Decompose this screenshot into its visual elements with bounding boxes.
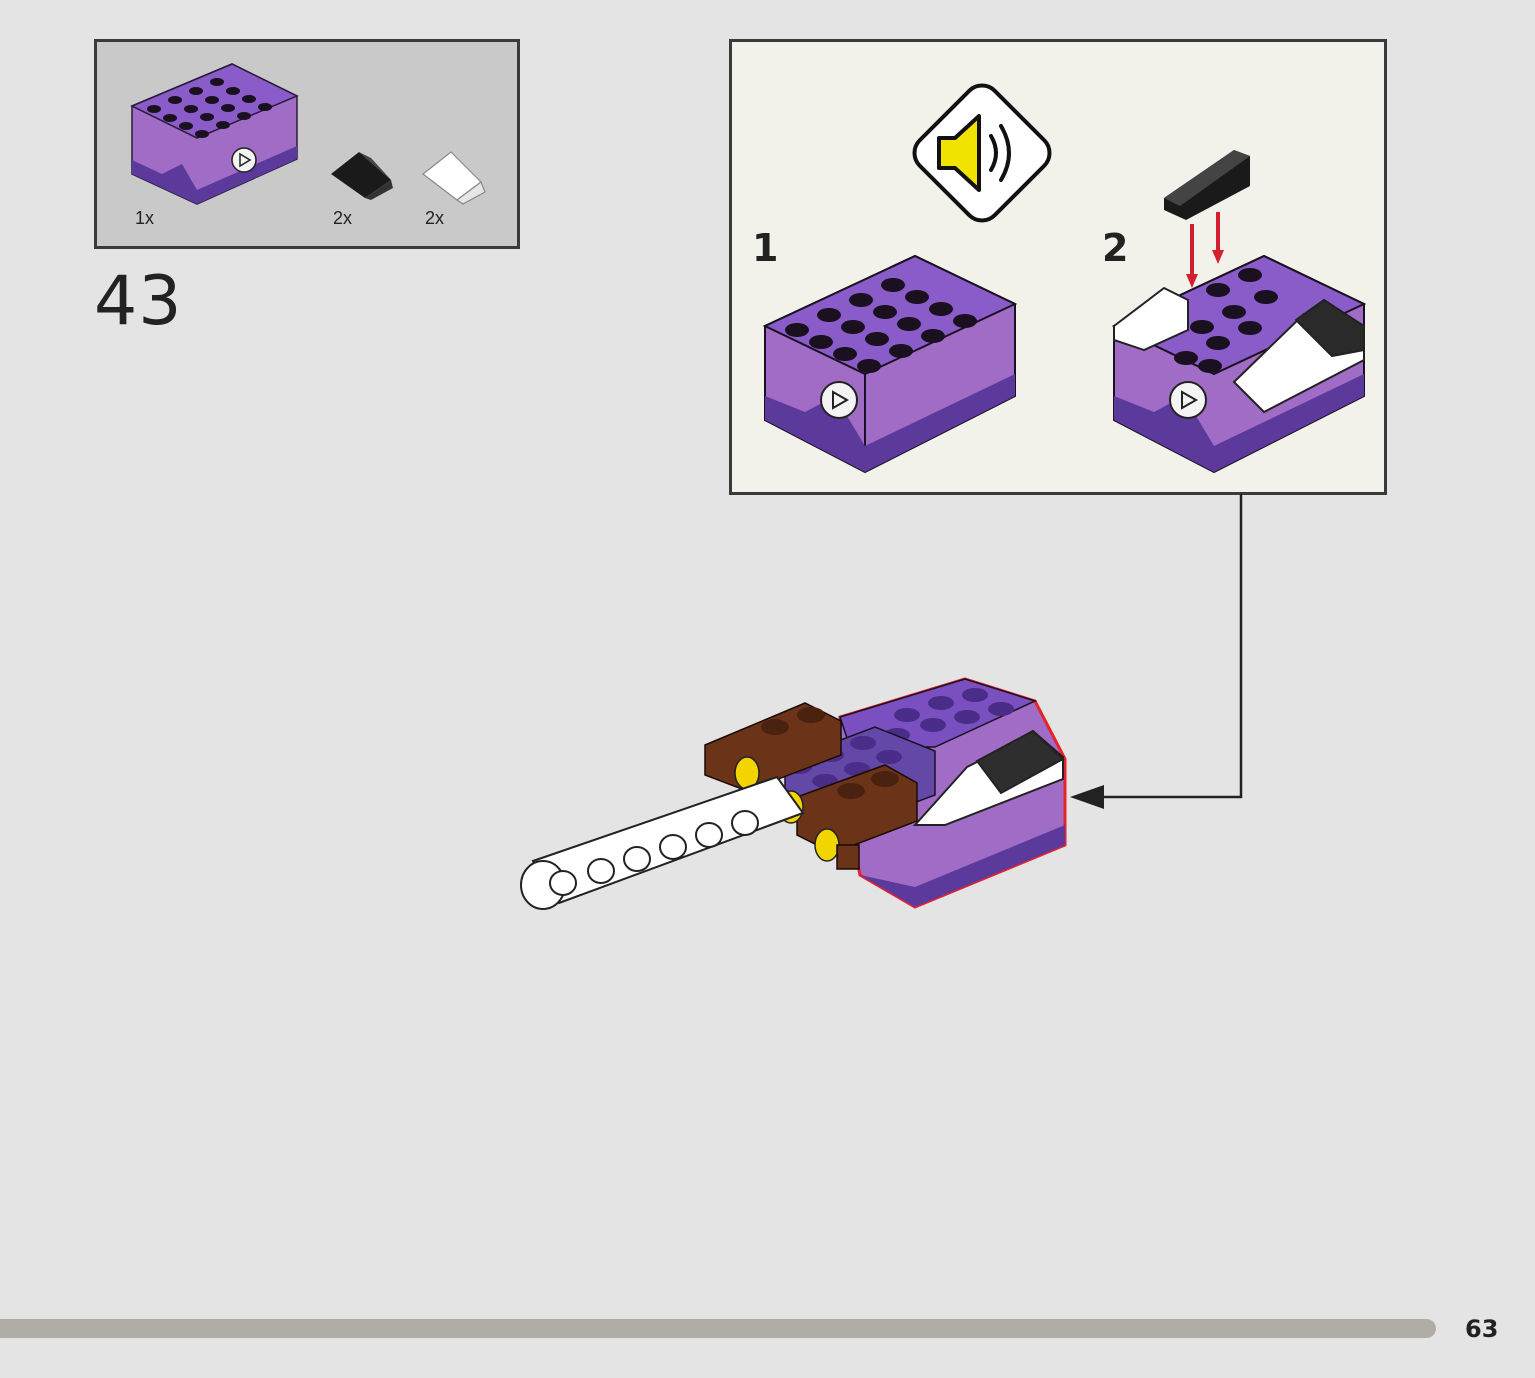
footer-progress-bar: [0, 1319, 1436, 1338]
substep-number-1: 1: [752, 226, 779, 270]
main-assembly-model: [520, 677, 1067, 910]
substep-number-2: 2: [1102, 226, 1129, 270]
part-qty-white-slope: 2x: [425, 208, 445, 228]
substep-1-sound-brick: [762, 254, 1018, 474]
black-slope-icon: [331, 152, 393, 200]
part-qty-black-slope: 2x: [333, 208, 353, 228]
step-number: 43: [94, 262, 183, 341]
substep-box: 1 2: [729, 39, 1387, 495]
page-number: 63: [1465, 1315, 1499, 1343]
purple-sound-brick-icon: [130, 63, 299, 205]
white-slope-icon: [422, 151, 486, 205]
sound-icon: [912, 83, 1052, 223]
parts-list-box: 1x 2x 2x: [94, 39, 520, 249]
part-qty-purple-brick: 1x: [135, 208, 155, 228]
substep-2-sound-brick-with-slopes: [1111, 150, 1367, 474]
